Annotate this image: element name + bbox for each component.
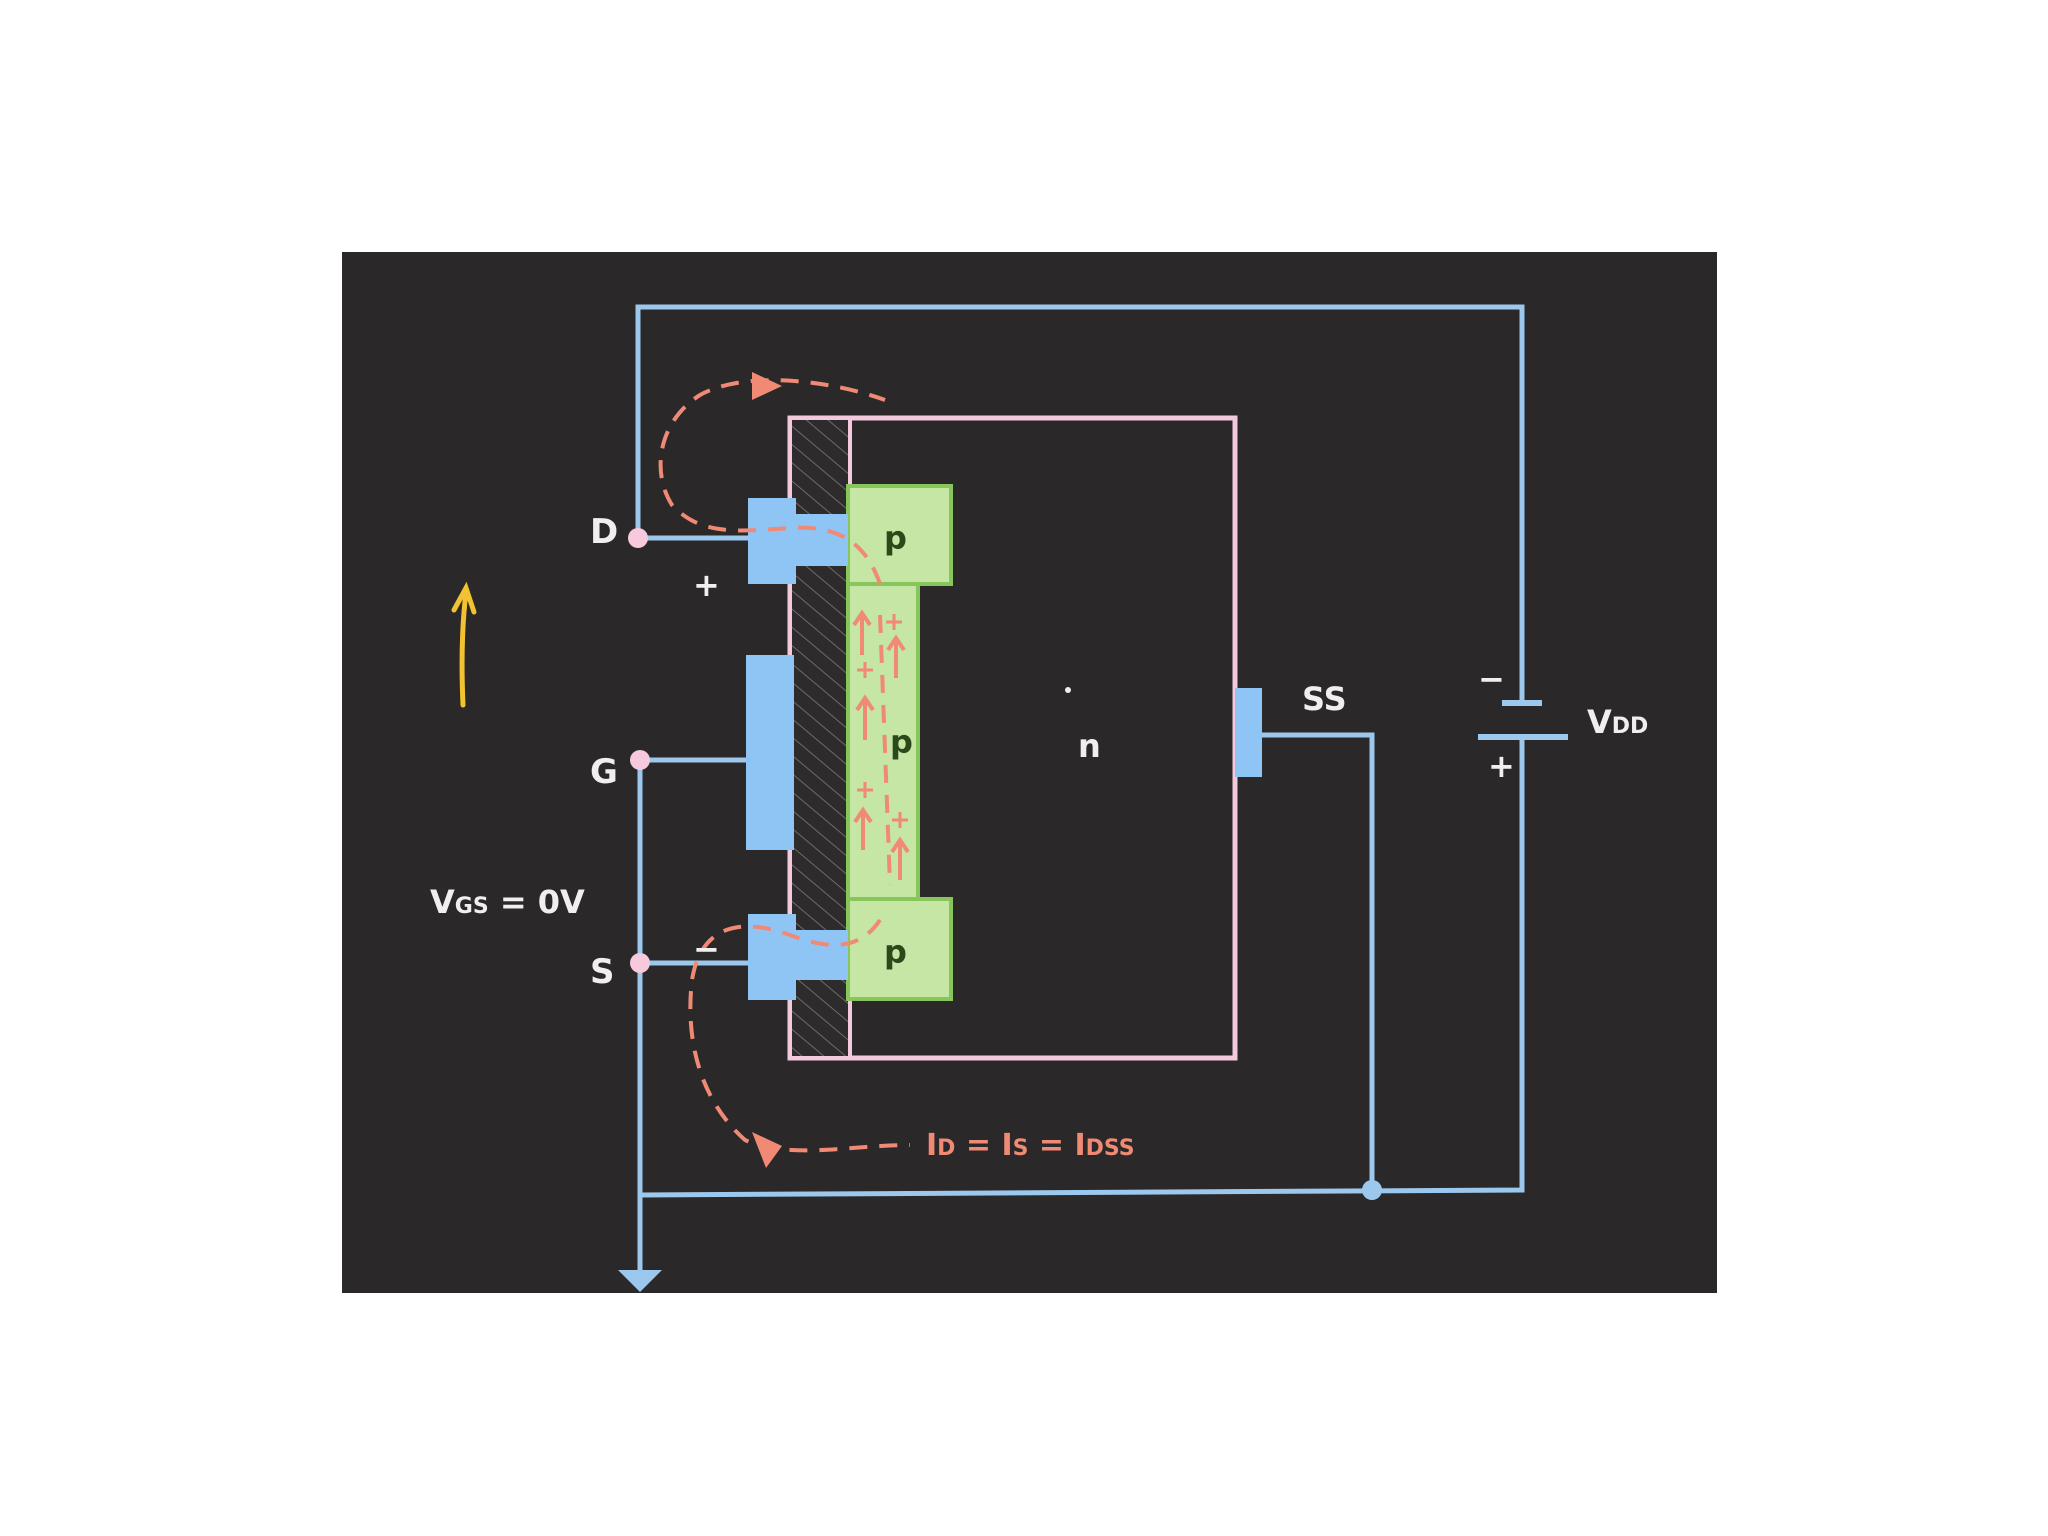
substrate-electrode <box>1235 688 1262 777</box>
substrate-wire <box>1262 732 1375 1190</box>
drain-electrode <box>748 498 796 584</box>
circuit-wires <box>635 304 1525 1270</box>
p-label-top: p <box>884 519 907 557</box>
vgs-label: VGS = 0V <box>430 883 585 921</box>
drain-polarity: + <box>693 566 720 604</box>
up-arrow-icon <box>451 581 477 708</box>
drain-electrode-tab <box>796 514 848 566</box>
plus-charges <box>857 614 908 828</box>
battery-icon <box>1478 700 1568 740</box>
current-arrowhead-top <box>752 372 782 400</box>
n-label: n <box>1078 727 1101 765</box>
gate-terminal <box>630 750 650 770</box>
charge-carriers <box>852 609 910 880</box>
vdd-label: VDD <box>1587 703 1648 741</box>
gate-electrode <box>746 655 794 850</box>
channel-flow-line <box>878 614 892 886</box>
source-label: S <box>590 952 615 992</box>
drain-label: D <box>590 512 618 552</box>
p-label-middle: p <box>890 723 913 761</box>
bottom-return-wire <box>639 738 1525 1198</box>
source-electrode-tab <box>796 930 848 980</box>
gate-label: G <box>590 752 618 792</box>
substrate-label: SS <box>1302 680 1347 718</box>
drain-supply-wire <box>635 304 1525 700</box>
current-arrowhead-bottom <box>752 1132 782 1168</box>
p-label-bottom: p <box>884 933 907 971</box>
current-equation: ID = IS = IDSS <box>926 1128 1135 1163</box>
diagram-frame <box>342 252 1717 1293</box>
source-current-loop <box>688 918 911 1153</box>
battery-positive: + <box>1488 747 1515 785</box>
ground-arrow-icon <box>618 1270 662 1292</box>
source-polarity: − <box>693 930 720 968</box>
battery-negative: − <box>1478 660 1505 698</box>
drain-terminal <box>628 528 648 548</box>
bottom-junction <box>1362 1180 1382 1200</box>
source-terminal <box>630 953 650 973</box>
n-region-dot <box>1065 687 1071 693</box>
